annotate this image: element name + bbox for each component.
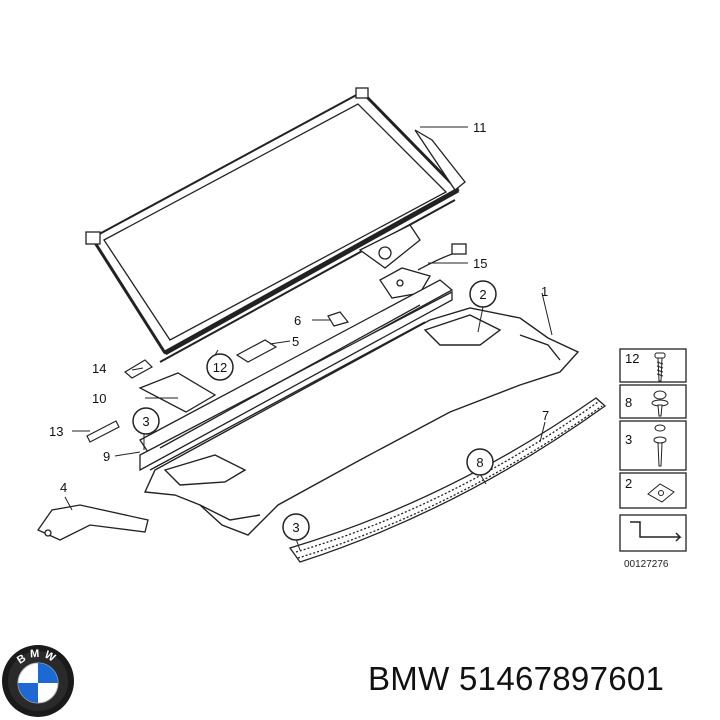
callout-3-a: 3 bbox=[142, 414, 149, 429]
callout-8: 8 bbox=[476, 455, 483, 470]
legend-label-3: 3 bbox=[625, 432, 632, 447]
part-15-motor bbox=[379, 243, 467, 299]
callouts: 11 15 1 6 5 14 10 13 9 4 7 bbox=[49, 120, 549, 495]
callout-6: 6 bbox=[294, 313, 301, 328]
circled-callouts: 2 12 3 8 3 bbox=[132, 280, 497, 541]
part-7-rear-trim bbox=[288, 397, 607, 563]
screw-3-icon bbox=[653, 424, 667, 467]
clip-nut-2-icon bbox=[647, 483, 675, 503]
part-number-caption: BMW 51467897601 bbox=[368, 660, 665, 697]
part-10-cover bbox=[138, 372, 217, 413]
part-5-bracket bbox=[235, 339, 278, 363]
arrow-icon bbox=[630, 521, 682, 542]
screw-8-icon bbox=[651, 390, 669, 417]
callout-3-b: 3 bbox=[292, 520, 299, 535]
callout-15: 15 bbox=[473, 256, 487, 271]
callout-7: 7 bbox=[542, 408, 549, 423]
callout-2: 2 bbox=[479, 287, 486, 302]
legend-label-8: 8 bbox=[625, 395, 632, 410]
diagram-id: 00127276 bbox=[624, 559, 669, 570]
fastener-legend: 12 8 3 2 001 bbox=[619, 348, 687, 570]
callout-14: 14 bbox=[92, 361, 106, 376]
callout-12: 12 bbox=[213, 360, 227, 375]
callout-11: 11 bbox=[473, 120, 487, 135]
callout-5: 5 bbox=[292, 334, 299, 349]
part-4-bracket bbox=[37, 504, 149, 541]
part-11-sunblind bbox=[85, 87, 466, 363]
callout-4: 4 bbox=[60, 480, 67, 495]
callout-10: 10 bbox=[92, 391, 106, 406]
part-6-cap bbox=[327, 311, 350, 327]
part-1-parcel-shelf bbox=[143, 307, 580, 536]
screw-12-icon bbox=[654, 352, 666, 382]
leader-lines bbox=[64, 126, 553, 551]
callout-2-circle: 2 bbox=[469, 280, 497, 308]
callout-13: 13 bbox=[49, 424, 63, 439]
legend-label-2: 2 bbox=[625, 476, 632, 491]
callout-9: 9 bbox=[103, 449, 110, 464]
callout-3-circle-a: 3 bbox=[132, 407, 160, 435]
callout-3-circle-b: 3 bbox=[282, 513, 310, 541]
bmw-logo: BMW bbox=[2, 645, 74, 717]
part-9-trim-strip bbox=[139, 279, 454, 472]
callout-8-circle: 8 bbox=[466, 448, 494, 476]
callout-12-circle: 12 bbox=[206, 353, 234, 381]
part-13-pin bbox=[86, 420, 120, 443]
legend-label-12: 12 bbox=[625, 351, 639, 366]
callout-1: 1 bbox=[541, 284, 548, 299]
